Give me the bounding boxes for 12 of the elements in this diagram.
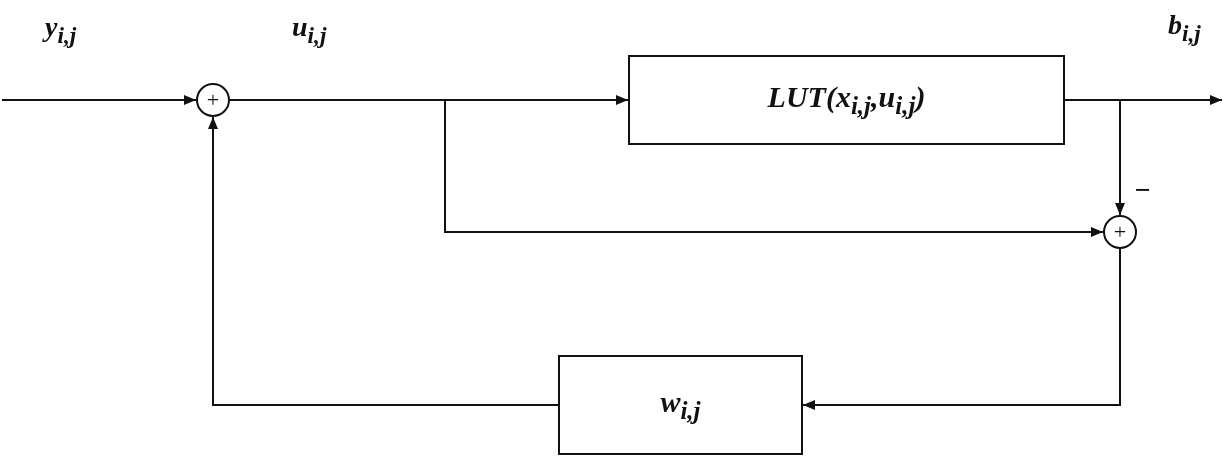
summing-junction — [196, 83, 230, 117]
summing-junction — [1103, 215, 1137, 249]
sign-symbol: + — [1113, 221, 1127, 243]
process-box — [558, 355, 803, 455]
block-label: LUT(x$_{i,j}$,u$_{i,j}$) — [767, 80, 926, 120]
arrow — [802, 248, 1121, 410]
arrow — [208, 116, 559, 406]
sign-symbol: + — [206, 89, 220, 111]
arrow — [1, 95, 197, 105]
arrow — [1064, 99, 1125, 216]
block-label: w$_{i,j}$ — [660, 385, 701, 425]
process-box — [628, 55, 1065, 145]
